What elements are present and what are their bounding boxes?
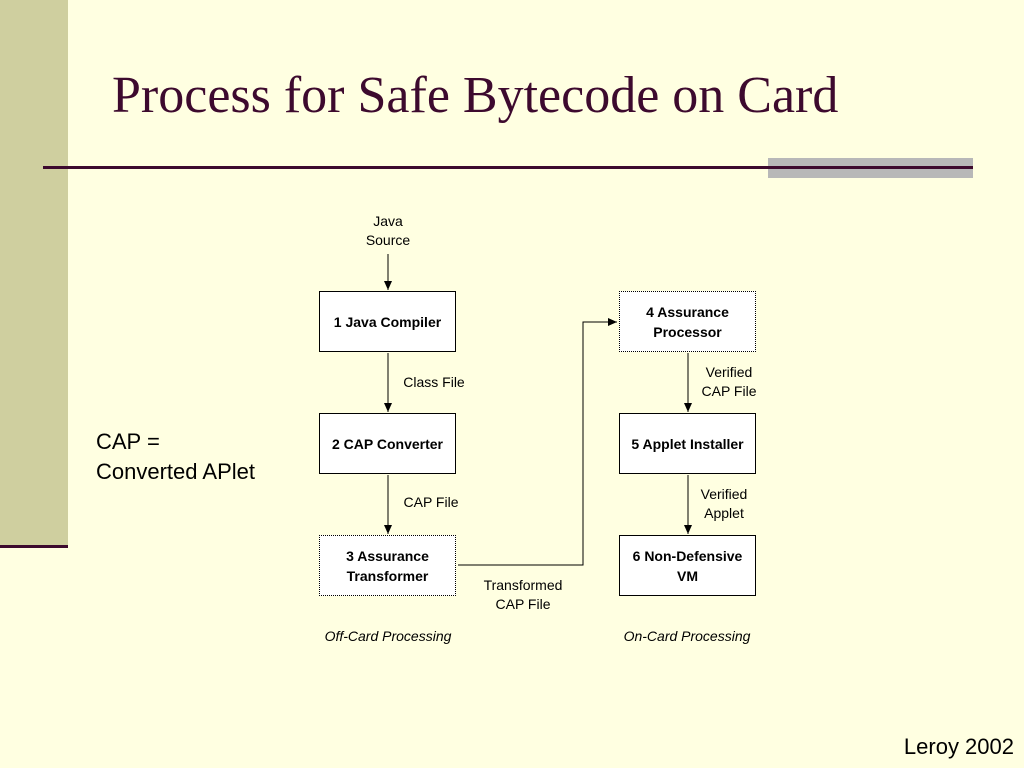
credit-text: Leroy 2002 (903, 734, 1014, 759)
assurance-transformer-label: 3 Assurance Transformer (346, 547, 429, 584)
assurance-processor-label: 4 Assurance Processor (646, 303, 729, 340)
transformed-cap-file-label: Transformed CAP File (483, 577, 563, 612)
java-source-label: Java Source (365, 213, 411, 248)
class-file-label: Class File (403, 374, 465, 390)
cap-converter-box: 2 CAP Converter (319, 413, 456, 474)
cap-converter-label: 2 CAP Converter (331, 435, 443, 452)
sidebar-rule (0, 545, 68, 548)
java-compiler-label: 1 Java Compiler (333, 313, 442, 330)
arrow-transformer-to-processor (458, 318, 617, 566)
off-card-caption: Off-Card Processing (324, 628, 452, 644)
java-compiler-box: 1 Java Compiler (319, 291, 456, 352)
non-defensive-vm-label: 6 Non-Defensive VM (632, 547, 743, 584)
on-card-caption: On-Card Processing (623, 628, 751, 644)
verified-applet-label: Verified Applet (700, 486, 748, 521)
verified-cap-file-label: Verified CAP File (701, 364, 757, 399)
assurance-transformer-box: 3 Assurance Transformer (319, 535, 456, 596)
sidebar-band (0, 0, 68, 545)
slide-title: Process for Safe Bytecode on Card (112, 67, 839, 124)
non-defensive-vm-box: 6 Non-Defensive VM (619, 535, 756, 596)
applet-installer-box: 5 Applet Installer (619, 413, 756, 474)
cap-file-label: CAP File (403, 494, 459, 510)
cap-definition-note: CAP = Converted APlet (96, 429, 255, 484)
applet-installer-label: 5 Applet Installer (631, 435, 744, 452)
assurance-processor-box: 4 Assurance Processor (619, 291, 756, 352)
title-rule (43, 166, 973, 169)
